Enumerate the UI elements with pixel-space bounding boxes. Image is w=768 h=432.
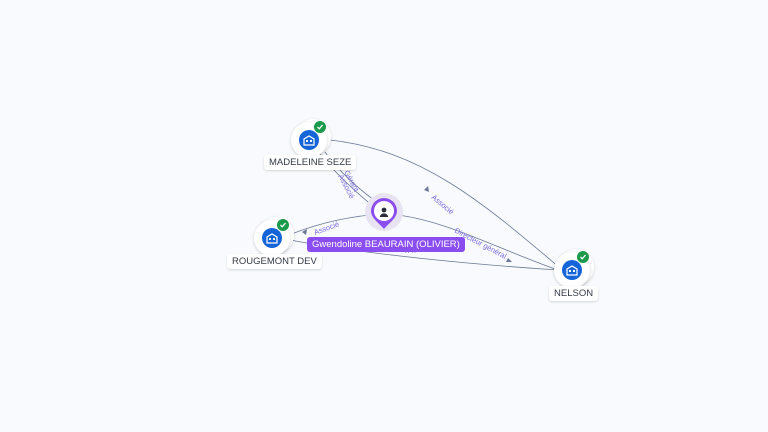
person-label[interactable]: Gwendoline BEAURAIN (OLIVIER) [307,237,465,252]
company-node-rougemont[interactable] [254,217,294,260]
company-node-nelson[interactable] [554,249,594,292]
user-icon [378,205,390,217]
check-icon [576,250,590,264]
person-node[interactable] [364,192,404,240]
check-icon [276,218,290,232]
edge-arrow [506,258,512,262]
company-label-nelson[interactable]: NELSON [549,286,599,301]
company-label-madeleine[interactable]: MADELEINE SEZE [264,155,357,170]
building-icon [562,260,582,280]
edge-center-rougemont [286,214,371,237]
edge-label-associe-rougemont: Associé [313,219,341,236]
edge-madeleine-nelson [329,139,561,269]
building-icon [299,130,319,150]
check-icon [313,120,327,134]
edge-label-associe-madeleine-nelson: Associé [430,193,456,217]
edge-arrow [424,186,429,192]
edge-center-nelson-dg [397,214,559,271]
edge-arrow [302,229,307,235]
building-icon [262,228,282,248]
company-label-rougemont[interactable]: ROUGEMONT DEV [227,254,322,269]
company-node-madeleine[interactable] [291,119,331,162]
